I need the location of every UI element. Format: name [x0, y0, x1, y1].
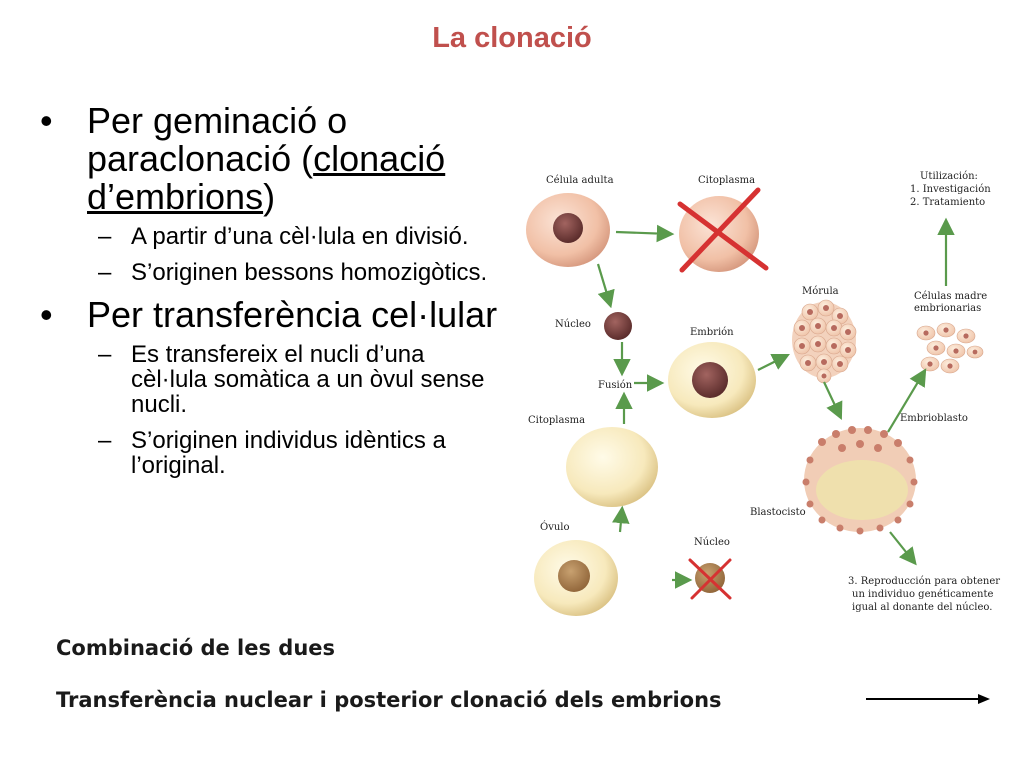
bullet-geminacio-text-a: Per geminació o paraclonació (	[87, 100, 348, 179]
label-ovulo: Óvulo	[540, 521, 570, 533]
sub-bullet-dash: –	[98, 427, 112, 454]
label-utilizacion-2: 2. Tratamiento	[910, 197, 985, 208]
sub-bullet: – Es transfereix el nucli d’una cèl·lula…	[40, 342, 500, 417]
label-embrioblasto: Embrioblasto	[900, 413, 968, 424]
sub-bullet-dash: –	[98, 341, 112, 368]
ovum-cell	[534, 540, 618, 616]
label-reproduccion-1: un individuo genéticamente	[852, 589, 994, 600]
sub-bullet: – S’originen individus idèntics a l’orig…	[40, 428, 500, 478]
label-nucleo-top: Núcleo	[555, 319, 591, 330]
sub-bullet-dash: –	[98, 259, 112, 286]
label-citoplasma-top: Citoplasma	[698, 175, 755, 186]
isolated-nucleus	[604, 312, 632, 340]
bullet-geminacio-underlined: clonació d’embrions	[87, 138, 446, 217]
cloning-diagram: Célula adulta Citoplasma Utilización: 1.…	[526, 171, 1000, 616]
sub-bullet-text: S’originen bessons homozigòtics.	[131, 259, 488, 286]
label-utilizacion-0: Utilización:	[920, 171, 978, 182]
label-celulas-madre-1: embrionarias	[914, 303, 981, 314]
sub-bullet-text: S’originen individus idèntics a l’origin…	[131, 427, 446, 479]
label-reproduccion-2: igual al donante del núcleo.	[852, 602, 992, 613]
cytoplasm-cell	[566, 427, 658, 507]
bullet-dot: •	[40, 100, 53, 141]
stem-cells	[916, 322, 984, 374]
slide-title: La clonació	[432, 22, 592, 54]
label-utilizacion-1: 1. Investigación	[910, 184, 991, 195]
sub-bullet: – S’originen bessons homozigòtics.	[40, 260, 500, 285]
label-reproduccion-0: 3. Reproducción para obtener	[848, 576, 1000, 587]
sub-bullet-dash: –	[98, 223, 112, 250]
bullet-geminacio: • Per geminació o paraclonació (clonació…	[40, 102, 500, 216]
crossed-cytoplasm	[677, 187, 769, 273]
crossed-nucleus	[688, 558, 732, 600]
bullet-transferencia: • Per transferència cel·lular	[40, 296, 500, 334]
label-morula: Mórula	[802, 286, 839, 297]
right-arrow-icon	[866, 694, 990, 704]
label-celulas-madre-0: Células madre	[914, 291, 987, 302]
label-embrion: Embrión	[690, 327, 734, 338]
label-celula-adulta: Célula adulta	[546, 175, 614, 186]
bullet-list: • Per geminació o paraclonació (clonació…	[40, 102, 500, 489]
label-fusion: Fusión	[598, 380, 633, 391]
diagram-arrows	[596, 217, 955, 589]
bullet-transferencia-text: Per transferència cel·lular	[87, 294, 498, 335]
morula	[792, 299, 857, 384]
footer-nuclear-transfer: Transferència nuclear i posterior clonac…	[56, 688, 722, 712]
footer-combination: Combinació de les dues	[56, 636, 336, 660]
blastocyst	[802, 426, 918, 535]
bullet-dot: •	[40, 294, 53, 335]
sub-bullet-text: A partir d’una cèl·lula en divisió.	[131, 223, 469, 250]
bullet-geminacio-text-c: )	[263, 176, 276, 217]
sub-bullet-text: Es transfereix el nucli d’una cèl·lula s…	[131, 341, 485, 418]
sub-bullet: – A partir d’una cèl·lula en divisió.	[40, 224, 500, 249]
embryo-cell	[668, 342, 756, 418]
label-nucleo-bottom: Núcleo	[694, 537, 730, 548]
adult-cell	[526, 193, 610, 267]
label-blastocisto: Blastocisto	[750, 507, 806, 518]
label-citoplasma-mid: Citoplasma	[528, 415, 585, 426]
